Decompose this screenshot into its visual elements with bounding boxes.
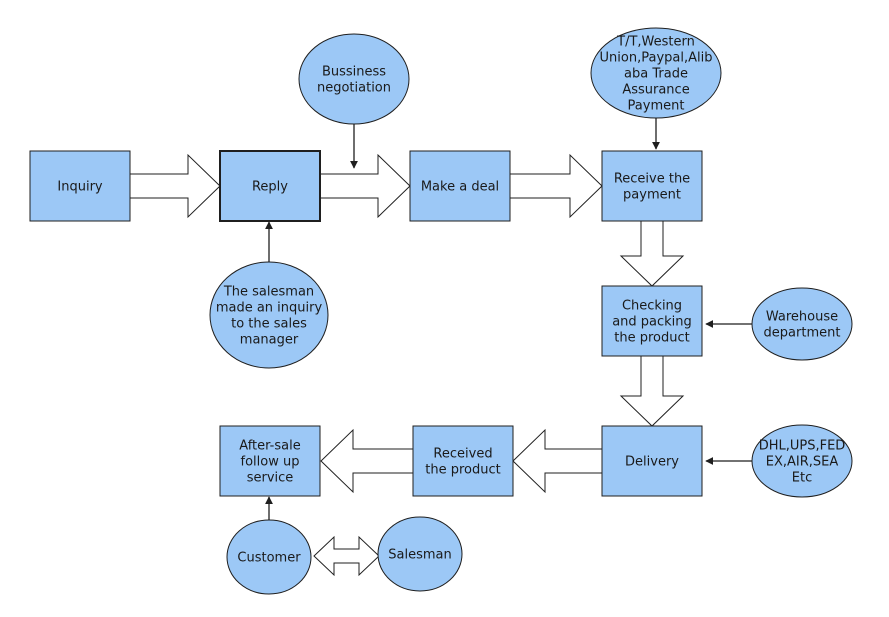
label-line: the product xyxy=(614,331,689,346)
label-line: Delivery xyxy=(625,455,679,470)
label-line: Bussiness xyxy=(322,65,386,80)
label-line: made an inquiry xyxy=(216,301,323,316)
flow-arrow-reply-to-deal xyxy=(319,153,411,219)
label-line: the product xyxy=(425,463,500,478)
label-line: After-sale xyxy=(239,439,300,454)
label-line: T/T,Western xyxy=(616,35,695,50)
double-arrow-customer-salesman xyxy=(313,535,380,577)
make-deal-box: Make a deal xyxy=(409,150,511,222)
flow-arrow-delivery-to-received xyxy=(512,428,603,494)
label-line: EX,AIR,SEA xyxy=(766,455,839,470)
label-line: Salesman xyxy=(388,548,451,563)
reply-box: Reply xyxy=(219,150,321,222)
label-line: payment xyxy=(623,188,681,203)
delivery-box: Delivery xyxy=(601,425,703,497)
flow-arrow-payment-to-checking xyxy=(619,220,685,287)
make-deal-label: Make a deal xyxy=(421,180,499,195)
label-line: service xyxy=(247,471,294,486)
flow-arrow-inquiry-to-reply xyxy=(129,153,221,219)
salesman-ellipse: Salesman xyxy=(377,516,463,592)
label-line: Warehouse xyxy=(766,310,838,325)
label-line: Checking xyxy=(622,299,682,314)
customer-label: Customer xyxy=(237,551,301,566)
delivery-label: Delivery xyxy=(625,455,679,470)
flow-arrow-deal-to-payment xyxy=(509,153,603,219)
label-line: Reply xyxy=(252,180,288,195)
label-line: follow up xyxy=(241,455,300,470)
label-line: department xyxy=(764,326,841,341)
label-line: aba Trade xyxy=(624,67,688,82)
label-line: Inquiry xyxy=(57,180,103,195)
label-line: Customer xyxy=(237,551,301,566)
flow-arrow-checking-to-delivery xyxy=(619,355,685,427)
inquiry-label: Inquiry xyxy=(57,180,103,195)
reply-label: Reply xyxy=(252,180,288,195)
inquiry-box: Inquiry xyxy=(29,150,131,222)
label-line: DHL,UPS,FED xyxy=(759,439,846,454)
label-line: Payment xyxy=(628,99,685,114)
label-line: Receive the xyxy=(614,172,690,187)
label-line: The salesman xyxy=(223,285,314,300)
label-line: negotiation xyxy=(317,81,391,96)
label-line: Received xyxy=(433,447,492,462)
customer-ellipse: Customer xyxy=(226,519,312,595)
label-line: and packing xyxy=(612,315,692,330)
label-line: to the sales xyxy=(231,317,307,332)
flow-arrow-received-to-aftersale xyxy=(320,428,414,494)
label-line: Assurance xyxy=(622,83,689,98)
label-line: Etc xyxy=(792,471,812,486)
salesman-label: Salesman xyxy=(388,548,451,563)
label-line: Make a deal xyxy=(421,180,499,195)
label-line: manager xyxy=(240,333,299,348)
label-line: Union,Paypal,Alib xyxy=(600,51,713,66)
